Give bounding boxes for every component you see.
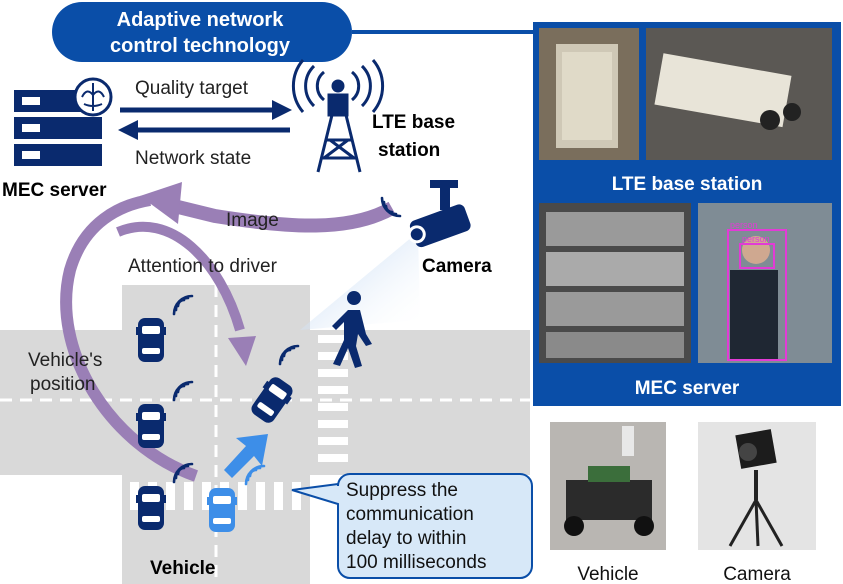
person-tag-1: person: [730, 220, 758, 230]
delay-callout: Suppress the communication delay to with…: [291, 473, 533, 579]
lte-label-line2: station: [378, 140, 440, 161]
network-state-label: Network state: [135, 148, 251, 169]
vehicle-position-label-1: Vehicle's: [28, 350, 102, 371]
lte-photo-caption: LTE base station: [612, 174, 763, 195]
camera-label: Camera: [422, 256, 492, 277]
mec-server-label: MEC server: [2, 180, 107, 201]
vehicle-position-arrow: [60, 194, 198, 482]
vehicle-label: Vehicle: [150, 558, 216, 579]
car-icon: [136, 404, 166, 448]
pedestrian-icon: [332, 291, 372, 368]
vehicle-position-label-2: position: [30, 374, 96, 395]
image-arrow: [168, 198, 396, 233]
attention-label: Attention to driver: [128, 256, 278, 277]
vehicle-photo-caption: Vehicle: [577, 564, 638, 584]
title-banner: Adaptive network control technology: [52, 2, 534, 62]
car-icon: [136, 318, 166, 362]
quality-target-label: Quality target: [135, 78, 249, 99]
car-icon: [207, 488, 237, 532]
image-label: Image: [226, 210, 279, 231]
photo-panel: LTE base station person person MEC serve…: [533, 22, 841, 406]
brain-icon: [73, 77, 113, 117]
title-line2: control technology: [110, 35, 291, 57]
callout-line1: Suppress the: [346, 480, 458, 501]
title-line1: Adaptive network: [117, 9, 285, 31]
callout-line2: communication: [346, 504, 474, 525]
attention-arrow-head: [228, 336, 256, 366]
camera-view-beam: [300, 232, 420, 330]
car-icon: [136, 486, 166, 530]
mec-photo-caption: MEC server: [635, 378, 740, 399]
vehicle-photo: [550, 422, 666, 550]
callout-line3: delay to within: [346, 528, 466, 549]
security-camera-icon: [407, 180, 471, 248]
callout-line4: 100 milliseconds: [346, 552, 486, 573]
attention-arrow: [116, 221, 245, 332]
camera-photo-caption: Camera: [723, 564, 791, 584]
radio-tower-icon: [291, 59, 385, 173]
image-arrow-head: [140, 182, 182, 224]
camera-photo: [698, 422, 816, 550]
blue-arrow: [224, 434, 268, 478]
person-tag-2: person: [742, 234, 770, 244]
lte-label-line1: LTE base: [372, 112, 455, 133]
